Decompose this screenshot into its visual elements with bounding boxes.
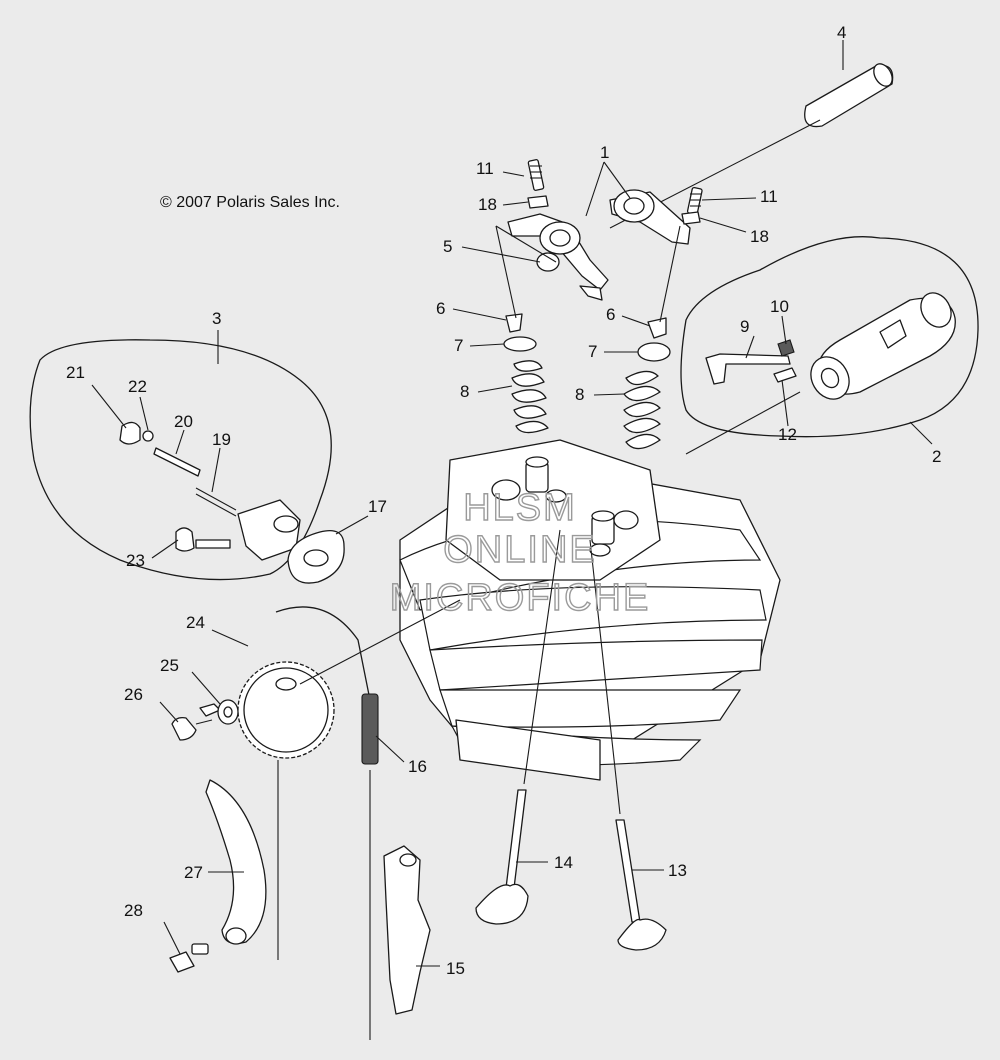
- callout-25: 25: [160, 656, 179, 675]
- part-cylinder-head: [399, 439, 781, 781]
- callout-leaders: [91, 40, 933, 967]
- callout-16: 16: [408, 757, 427, 776]
- callout-24: 24: [186, 613, 205, 632]
- callout-8-right: 8: [575, 385, 584, 404]
- callout-3: 3: [212, 309, 221, 328]
- callout-18-left: 18: [478, 195, 497, 214]
- callout-8-left: 8: [460, 382, 469, 401]
- part-thrust-washer: [536, 252, 560, 272]
- callout-10: 10: [770, 297, 789, 316]
- callout-15: 15: [446, 959, 465, 978]
- callout-27: 27: [184, 863, 203, 882]
- callout-11-left: 11: [476, 159, 494, 178]
- callout-14: 14: [554, 853, 573, 872]
- callout-28: 28: [124, 901, 143, 920]
- callout-20: 20: [174, 412, 193, 431]
- callout-7-left: 7: [454, 336, 463, 355]
- callout-17: 17: [368, 497, 387, 516]
- callout-18-right: 18: [750, 227, 769, 246]
- part-camshaft-assembly: [680, 236, 979, 455]
- callout-26: 26: [124, 685, 143, 704]
- callout-6-right: 6: [606, 305, 615, 324]
- callout-5: 5: [443, 237, 452, 256]
- callout-12: 12: [778, 425, 797, 444]
- callout-1: 1: [600, 143, 609, 162]
- part-tensioner-gasket: [287, 529, 345, 584]
- callout-21: 21: [66, 363, 85, 382]
- callout-23: 23: [126, 551, 145, 570]
- part-valve-train-right: [623, 317, 671, 450]
- callout-2: 2: [932, 447, 941, 466]
- part-rocker-arms: [507, 189, 691, 301]
- callout-7-right: 7: [588, 342, 597, 361]
- part-chain-tensioner-blade: [383, 845, 431, 1015]
- svg-text:MICROFICHE: MICROFICHE: [390, 577, 651, 619]
- part-chain-guide: [205, 779, 267, 945]
- part-valves: [475, 529, 667, 951]
- callout-9: 9: [740, 317, 749, 336]
- callout-6-left: 6: [436, 299, 445, 318]
- part-guide-bolt: [169, 943, 209, 973]
- part-cam-chain: [275, 606, 379, 1040]
- watermark: HLSM ONLINE MICROFICHE: [389, 486, 651, 619]
- part-cam-sprocket: [171, 599, 461, 759]
- part-rocker-shaft: [609, 63, 894, 229]
- callout-22: 22: [128, 377, 147, 396]
- callout-19: 19: [212, 430, 231, 449]
- svg-text:HLSM: HLSM: [463, 487, 577, 529]
- copyright-text: © 2007 Polaris Sales Inc.: [160, 194, 340, 211]
- part-valve-train-left: [503, 313, 549, 434]
- callout-4: 4: [837, 23, 846, 42]
- callout-13: 13: [668, 861, 687, 880]
- part-adjuster-screws: [527, 159, 703, 225]
- callout-labels: 1 2 3 4 5 6 6 7 7 8 8 9 10 11 11 12 13 1…: [66, 23, 941, 978]
- svg-text:ONLINE: ONLINE: [443, 529, 596, 571]
- callout-11-right: 11: [760, 187, 778, 206]
